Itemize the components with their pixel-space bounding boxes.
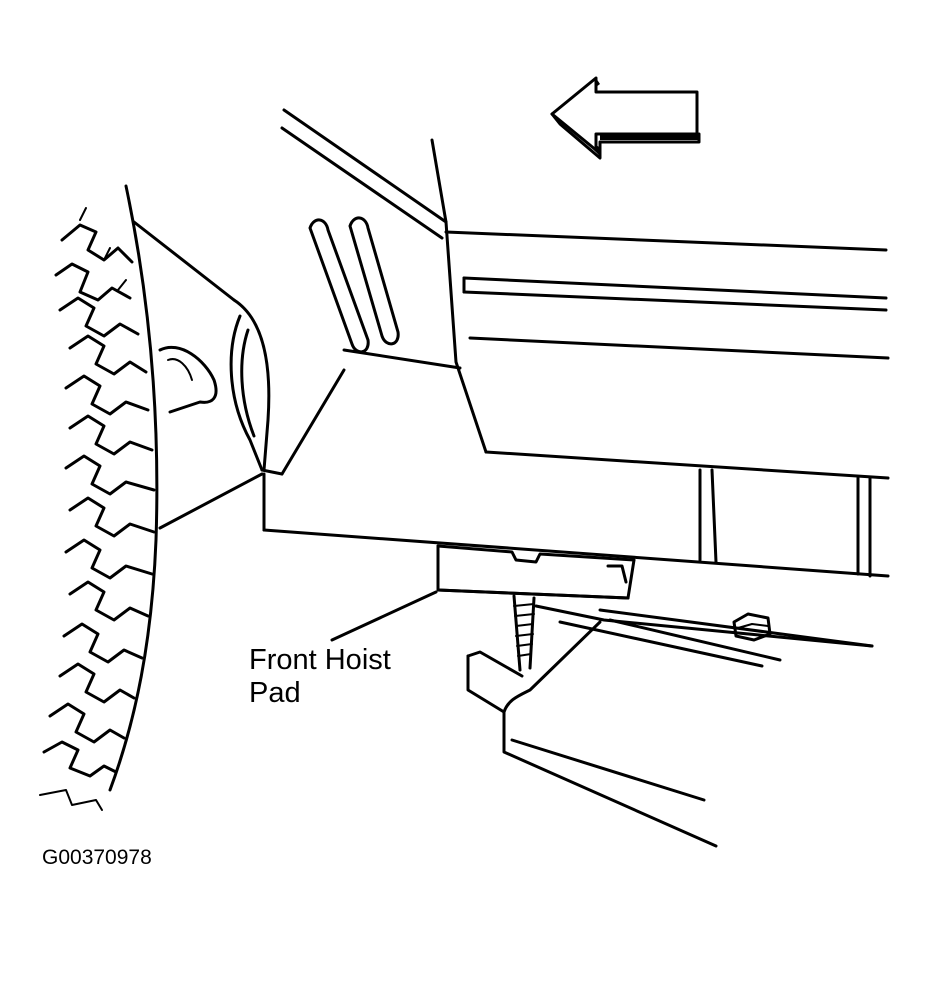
callout-line-1: Front Hoist [249,644,391,676]
fender [132,220,284,532]
callout-leader-line [330,590,438,642]
vehicle-body [262,108,890,578]
hoist-pad [436,544,636,600]
figure-code: G00370978 [42,846,152,869]
left-arrow-icon [550,76,701,160]
callout-line-2: Pad [249,677,301,709]
hoist-pad-callout-label: Front Hoist Pad [249,644,391,710]
lift-arm [466,604,874,848]
tire-tread [39,184,159,811]
lift-screw [512,594,536,672]
